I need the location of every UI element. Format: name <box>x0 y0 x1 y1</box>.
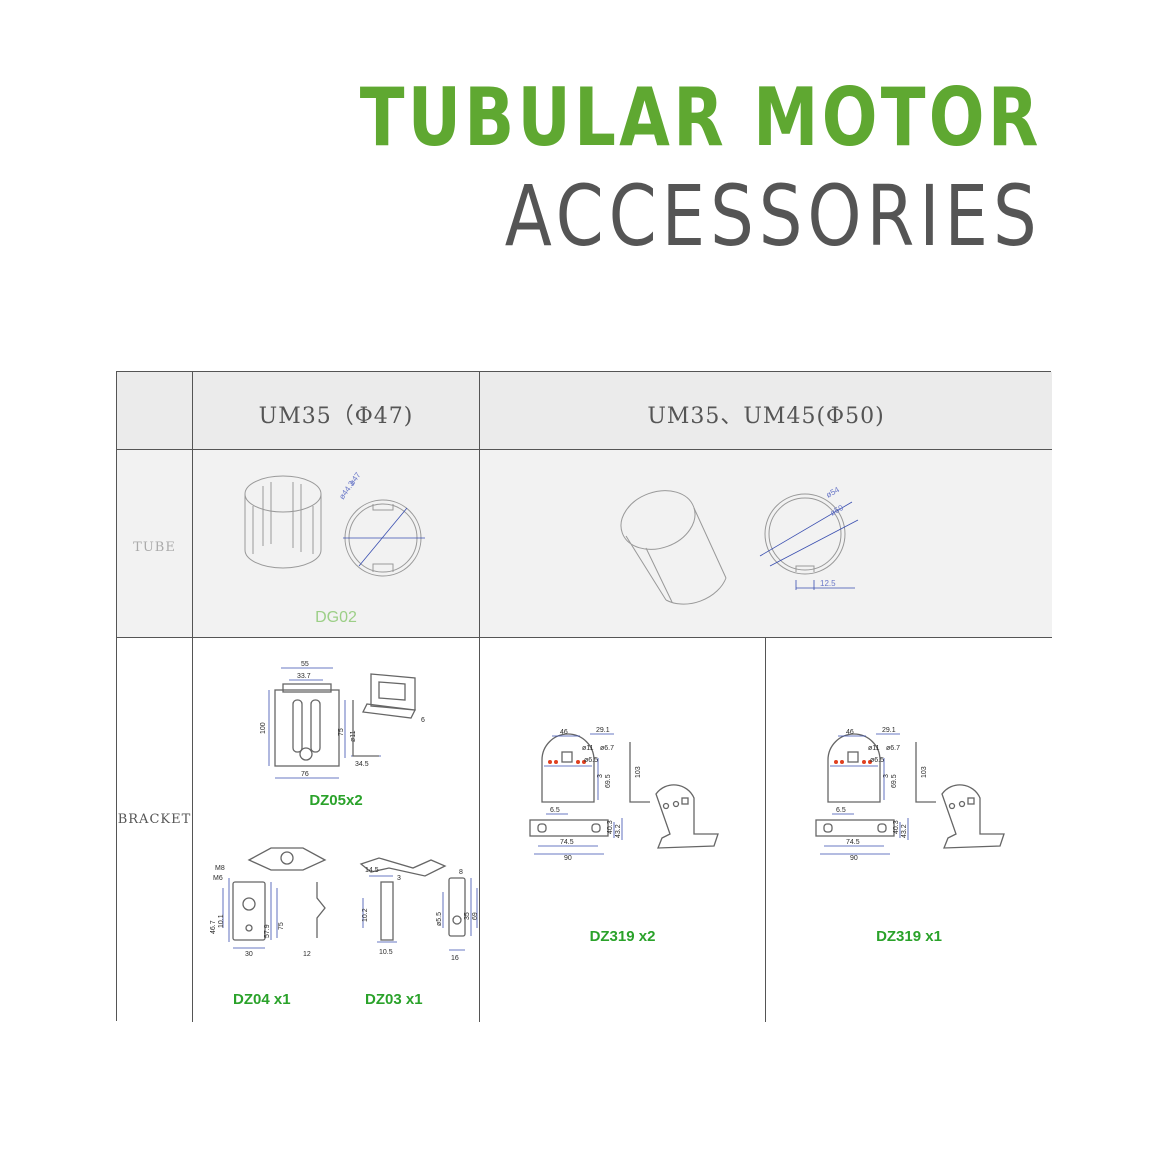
dz03-dim-1: 14.5 <box>365 867 379 874</box>
dz04-dz03-drawing: M8 M6 46.7 10.1 57.9 75 30 12 14.5 3 10.… <box>210 847 479 962</box>
dz319-a-dim-13: 90 <box>564 855 572 862</box>
title-line-2: ACCESSORIES <box>505 167 1042 265</box>
dz03-dim-7: 69 <box>472 912 479 920</box>
dz319-a-dim-1: 46 <box>560 729 568 736</box>
dz05-dim-7: 34.5 <box>355 761 369 768</box>
dz03-dim-6: 35 <box>464 912 471 920</box>
tube-row-label: TUBE <box>133 540 176 555</box>
dz05-dim-4: 75 <box>338 728 345 736</box>
part-label-dz05: DZ05x2 <box>309 792 363 809</box>
dz319-a-dim-5: ø6.5 <box>584 757 598 764</box>
header-um35: UM35（Φ47) <box>258 404 414 429</box>
dz03-dim-5: ø5.5 <box>436 912 443 926</box>
part-label-dz319-a: DZ319 x2 <box>589 928 656 945</box>
header-um35-um45: UM35、UM45(Φ50) <box>647 404 885 429</box>
dz04-dim-4: 10.1 <box>218 914 225 928</box>
dz05-dim-1: 55 <box>301 661 309 668</box>
tube-cell-50: ø54 ø50 12.5 <box>480 450 1052 638</box>
dz319-a-dim-2: 29.1 <box>596 727 610 734</box>
bracket-cell-dz319-a: 46 29.1 ø11 ø6.7 ø6.5 3 69.5 103 6.5 40.… <box>480 638 766 1022</box>
dz319-a-dim-10: 40.3 <box>607 820 614 834</box>
dz319-a-dim-11: 43.2 <box>615 824 622 838</box>
dz319-a-dim-9: 6.5 <box>550 807 560 814</box>
tube50-dim-3: 12.5 <box>820 579 836 588</box>
dz319-b-drawing: 46 29.1 ø11 ø6.7 ø6.5 3 69.5 103 6.5 40.… <box>815 727 1005 862</box>
header-cell-um35: UM35（Φ47) <box>193 372 480 450</box>
part-label-dz03: DZ03 x1 <box>365 991 423 1008</box>
dz03-dim-9: 8 <box>459 869 463 876</box>
dz04-dim-3: 46.7 <box>210 920 217 934</box>
dz319-a-dim-12: 74.5 <box>560 839 574 846</box>
dz319-a-dim-8: 103 <box>635 766 642 778</box>
bracket-row-label-cell: BRACKET <box>117 638 193 1022</box>
dz03-dim-3: 10.2 <box>362 908 369 922</box>
dz04-dim-7: 30 <box>245 951 253 958</box>
tube-50-drawing: ø54 ø50 12.5 <box>620 485 859 605</box>
dz05-dim-2: 33.7 <box>297 673 311 680</box>
dz04-dim-5: 57.9 <box>264 924 271 938</box>
dz319-b-dim-1: 46 <box>846 729 854 736</box>
dz319-b-dim-10: 40.3 <box>893 820 900 834</box>
part-label-dz319-b: DZ319 x1 <box>876 928 942 945</box>
dz319-a-dim-4: ø6.7 <box>600 745 614 752</box>
title-line-1: TUBULAR MOTOR <box>360 71 1042 164</box>
dz319-a-dim-7: 69.5 <box>605 774 612 788</box>
tube-row-label-cell: TUBE <box>117 450 193 638</box>
dz319-b-dim-3: ø11 <box>868 745 880 752</box>
dz319-a-drawing: 46 29.1 ø11 ø6.7 ø6.5 3 69.5 103 6.5 40.… <box>529 727 719 862</box>
dz319-a-dim-3: ø11 <box>582 745 594 752</box>
dz319-b-dim-8: 103 <box>921 766 928 778</box>
dz05-dim-8: 6 <box>421 717 425 724</box>
bracket-cell-um35: 55 33.7 100 75 ø11 76 34.5 6 DZ05x2 M8 M… <box>193 638 480 1022</box>
part-label-dz04: DZ04 x1 <box>233 991 291 1008</box>
tube50-dim-1: ø54 <box>825 485 842 500</box>
header-cell-um35-um45: UM35、UM45(Φ50) <box>480 372 1052 450</box>
dz319-b-dim-12: 74.5 <box>846 839 860 846</box>
dz319-b-dim-7: 69.5 <box>891 774 898 788</box>
dz319-b-dim-9: 6.5 <box>836 807 846 814</box>
header-corner-cell <box>117 372 193 450</box>
dz04-dim-6: 75 <box>278 922 285 930</box>
dz319-b-dim-4: ø6.7 <box>886 745 900 752</box>
dz05-drawing: 55 33.7 100 75 ø11 76 34.5 6 <box>260 661 425 779</box>
dz03-dim-4: 10.5 <box>379 949 393 956</box>
dz319-b-dim-2: 29.1 <box>882 727 896 734</box>
tube50-dim-2: ø50 <box>829 503 846 518</box>
dz05-dim-6: 76 <box>301 771 309 778</box>
bracket-row-label: BRACKET <box>117 812 192 827</box>
dz319-b-dim-11: 43.2 <box>901 824 908 838</box>
dz04-dim-1: M8 <box>215 865 225 872</box>
dg02-dim-2: ø47 <box>347 470 363 487</box>
bracket-cell-dz319-b: 46 29.1 ø11 ø6.7 ø6.5 3 69.5 103 6.5 40.… <box>766 638 1052 1022</box>
dz319-b-dim-6: 3 <box>883 774 890 778</box>
dz03-dim-2: 3 <box>397 875 401 882</box>
dz04-dim-2: M6 <box>213 875 223 882</box>
dz05-dim-3: 100 <box>260 722 267 734</box>
dz319-a-dim-6: 3 <box>597 774 604 778</box>
dz319-b-dim-13: 90 <box>850 855 858 862</box>
dz03-dim-8: 16 <box>451 955 459 962</box>
dz04-dim-8: 12 <box>303 951 311 958</box>
part-label-dg02: DG02 <box>315 609 357 626</box>
tube-cell-dg02: ø44.3 ø47 DG02 <box>193 450 480 638</box>
dz319-b-dim-5: ø6.5 <box>870 757 884 764</box>
accessories-table: UM35（Φ47) UM35、UM45(Φ50) TUBE ø44.3 ø47 … <box>116 371 1052 1022</box>
title-block: TUBULAR MOTOR ACCESSORIES <box>210 70 1042 266</box>
dg02-tube-drawing: ø44.3 ø47 <box>244 470 425 577</box>
